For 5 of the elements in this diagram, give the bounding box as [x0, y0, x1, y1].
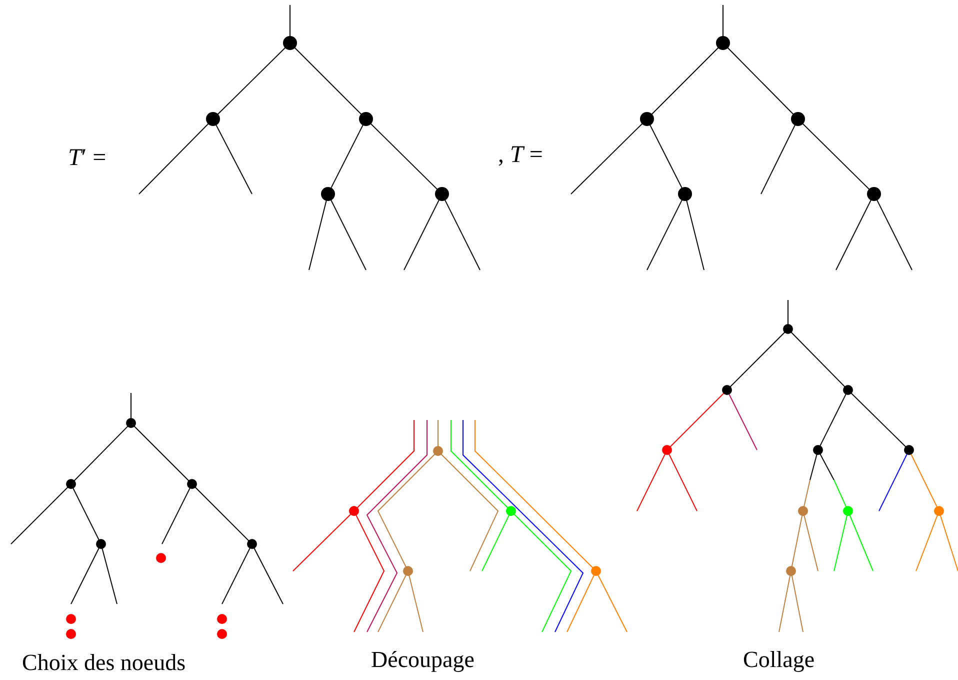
caption-text: Collage: [743, 647, 815, 672]
caption-text: Choix des noeuds: [22, 650, 186, 676]
formula-label: , T =: [498, 142, 543, 168]
caption-text: Découpage: [371, 647, 474, 672]
formula-label: T′ =: [68, 145, 106, 172]
